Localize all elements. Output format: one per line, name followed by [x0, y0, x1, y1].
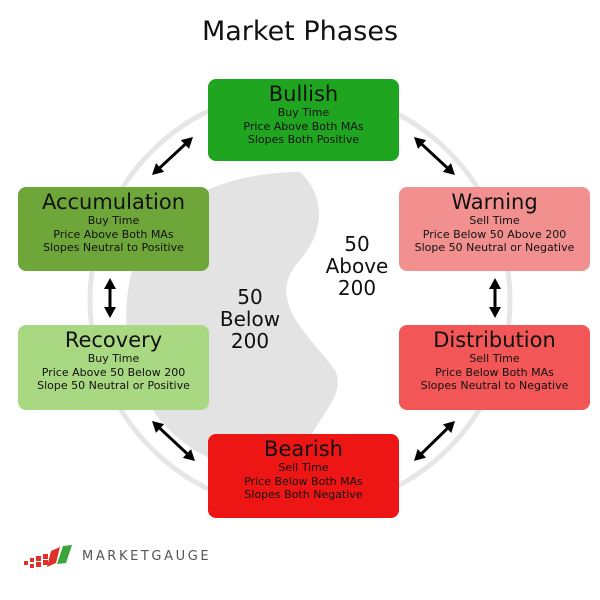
- phase-name: Accumulation: [41, 190, 186, 214]
- center-label-line: 200: [337, 276, 377, 300]
- phase-line: Price Below Both MAs: [244, 474, 363, 488]
- phase-line: Price Above Both MAs: [243, 119, 364, 133]
- phase-line: Price Above Both MAs: [53, 227, 174, 241]
- brand-name: MARKETGAUGE: [82, 549, 212, 564]
- phase-line: Slopes Neutral to Negative: [420, 379, 569, 392]
- phase-line: Buy Time: [277, 106, 330, 119]
- arrow-recovery-accumulation: [104, 278, 116, 318]
- arrow-warning-distribution: [489, 278, 501, 318]
- phase-line: Price Below 50 Above 200: [422, 227, 567, 241]
- arrow-bullish-warning: [414, 137, 455, 175]
- phase-line: Buy Time: [87, 214, 140, 227]
- center-label-line: Above: [325, 254, 389, 278]
- page-title: Market Phases: [201, 16, 399, 47]
- center-label-above: 50 Above 200: [312, 233, 402, 299]
- center-label-below: 50 Below 200: [205, 286, 295, 352]
- phase-line: Slope 50 Neutral or Positive: [37, 379, 190, 392]
- arrows-group: [104, 137, 501, 461]
- phase-accumulation: Accumulation Buy Time Price Above Both M…: [18, 187, 209, 271]
- arrow-accumulation-bullish: [152, 137, 193, 175]
- center-label-line: 50: [344, 232, 370, 256]
- phase-warning: Warning Sell Time Price Below 50 Above 2…: [399, 187, 590, 271]
- phase-line: Sell Time: [469, 352, 520, 365]
- phase-line: Slopes Both Negative: [244, 488, 363, 501]
- center-label-line: 200: [230, 329, 270, 353]
- phase-bearish: Bearish Sell Time Price Below Both MAs S…: [208, 434, 399, 518]
- phase-name: Recovery: [64, 328, 163, 352]
- phase-name: Distribution: [433, 328, 556, 352]
- phase-recovery: Recovery Buy Time Price Above 50 Below 2…: [18, 325, 209, 410]
- phase-line: Slope 50 Neutral or Negative: [414, 241, 575, 254]
- arrow-distribution-bearish: [414, 421, 455, 461]
- phase-name: Bearish: [264, 437, 343, 461]
- phase-name: Warning: [451, 190, 538, 214]
- phase-distribution: Distribution Sell Time Price Below Both …: [399, 325, 590, 410]
- phase-line: Slopes Neutral to Positive: [43, 241, 184, 254]
- center-label-line: 50: [237, 285, 263, 309]
- phase-bullish: Bullish Buy Time Price Above Both MAs Sl…: [208, 79, 399, 161]
- phase-line: Buy Time: [87, 352, 140, 365]
- phase-line: Sell Time: [278, 461, 329, 474]
- phase-line: Sell Time: [469, 214, 520, 227]
- marketgauge-logo-icon: [24, 545, 72, 568]
- phase-line: Price Below Both MAs: [435, 365, 554, 379]
- phase-name: Bullish: [268, 82, 339, 106]
- arrow-bearish-recovery: [152, 421, 195, 461]
- center-label-line: Below: [219, 307, 281, 331]
- phase-line: Slopes Both Positive: [247, 133, 360, 146]
- phase-line: Price Above 50 Below 200: [41, 365, 186, 379]
